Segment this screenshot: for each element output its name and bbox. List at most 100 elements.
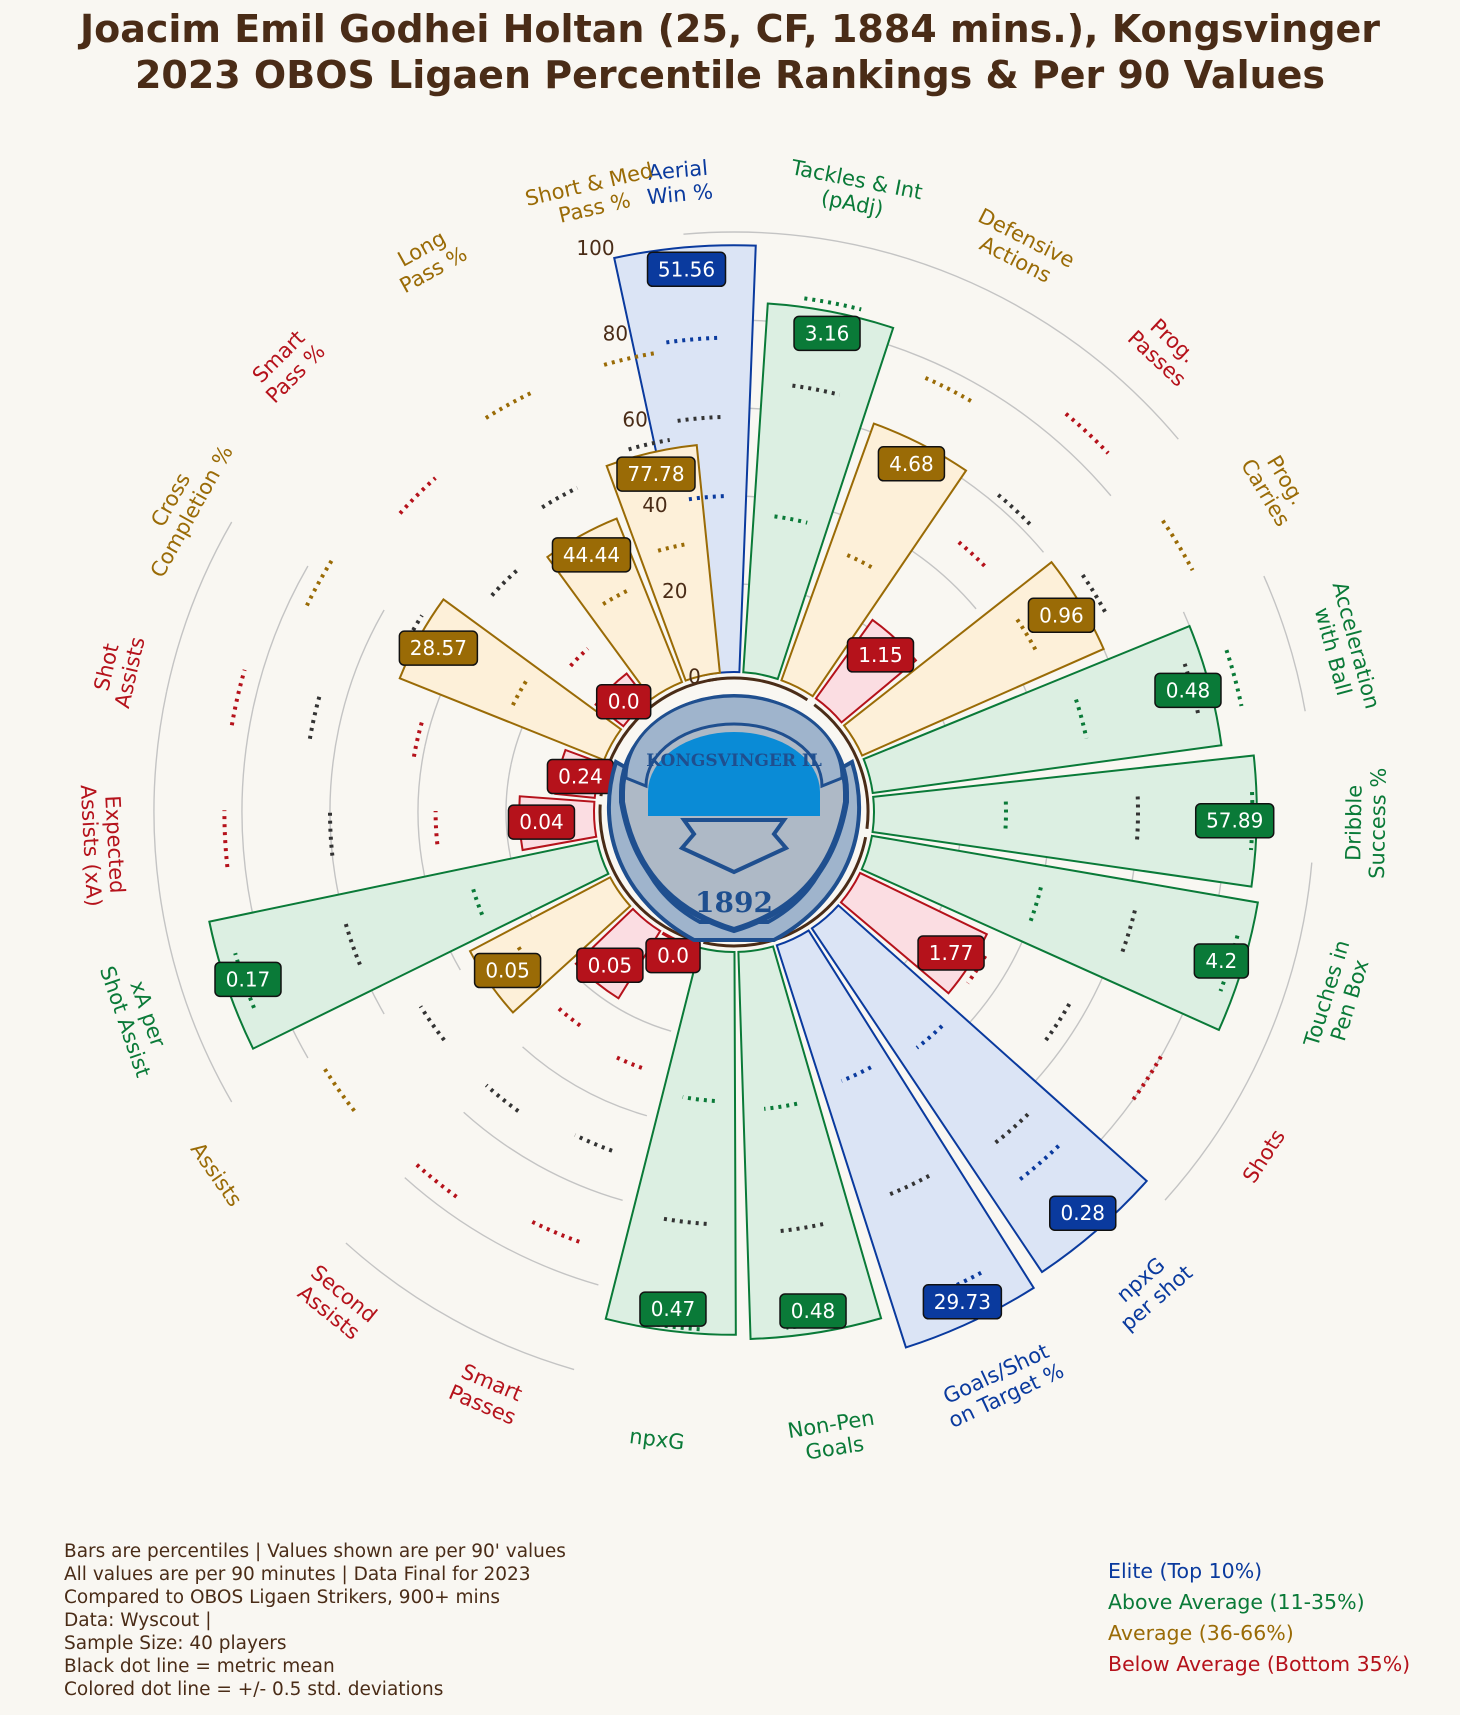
metric-label-3: Prog.Passes xyxy=(1123,308,1207,391)
grid-arc xyxy=(165,521,233,692)
sd-low-line-13 xyxy=(613,1054,643,1070)
mean-line-21 xyxy=(541,486,579,510)
logo-year: 1892 xyxy=(695,886,773,919)
sd-low-line-14 xyxy=(555,1005,582,1028)
bar-6 xyxy=(871,754,1258,888)
mean-line-12 xyxy=(660,1216,707,1226)
value-label-9: 0.28 xyxy=(1060,1201,1105,1225)
sd-low-line-18 xyxy=(411,720,425,758)
sd-high-line-3 xyxy=(1064,412,1110,455)
bar-16 xyxy=(208,839,610,1050)
mean-line-3 xyxy=(996,493,1034,528)
bars-layer xyxy=(208,244,1259,1349)
r-tick-label: 60 xyxy=(622,407,647,431)
mean-line-18 xyxy=(307,691,323,740)
value-label-22: 77.78 xyxy=(627,462,684,486)
bar-11 xyxy=(737,945,883,1340)
sd-high-line-1 xyxy=(804,296,862,312)
metric-label-9: npxGper shot xyxy=(1100,1242,1197,1335)
value-box-3 xyxy=(846,637,915,673)
sd-high-line-18 xyxy=(229,669,247,726)
grid-arc xyxy=(345,1242,575,1371)
metric-label-4: Prog.Carries xyxy=(1236,442,1315,530)
r-tick-label: 80 xyxy=(603,322,628,346)
value-box-15 xyxy=(473,952,542,989)
sd-high-line-8 xyxy=(1129,1055,1163,1104)
sd-low-line-2 xyxy=(846,553,877,572)
mean-line-9 xyxy=(991,1112,1030,1147)
mean-line-10 xyxy=(886,1174,931,1198)
mean-line-15 xyxy=(418,1005,446,1042)
note-line: All values are per 90 minutes | Data Fin… xyxy=(64,1564,531,1585)
bar-5 xyxy=(862,624,1223,795)
title-line-2: 2023 OBOS Ligaen Percentile Rankings & P… xyxy=(134,53,1326,97)
value-label-1: 3.16 xyxy=(805,321,850,345)
sd-low-line-4 xyxy=(1015,618,1039,654)
logo-fortress xyxy=(678,818,790,875)
value-box-14 xyxy=(576,947,644,984)
bar-19 xyxy=(398,597,623,762)
value-box-5 xyxy=(1154,672,1222,709)
value-label-7: 4.2 xyxy=(1205,949,1237,973)
sd-high-line-15 xyxy=(321,1065,356,1113)
note-line: Compared to OBOS Ligaen Strikers, 900+ m… xyxy=(64,1587,501,1608)
legend-item: Elite (Top 10%) xyxy=(1108,1559,1263,1583)
value-box-19 xyxy=(398,630,479,666)
r-tick-label: 100 xyxy=(576,236,614,260)
value-label-21: 44.44 xyxy=(563,543,620,567)
sd-high-line-19 xyxy=(305,558,335,607)
metric-label-6: DribbleSuccess % xyxy=(1341,767,1391,879)
value-label-19: 28.57 xyxy=(410,636,467,660)
value-label-12: 0.47 xyxy=(651,1297,696,1321)
bar-7 xyxy=(860,834,1259,1032)
footnotes: Bars are percentiles | Values shown are … xyxy=(64,1540,566,1701)
sd-low-line-12 xyxy=(682,1095,715,1103)
sd-high-line-20 xyxy=(398,476,437,515)
sd-high-line-6 xyxy=(1249,792,1255,851)
value-box-21 xyxy=(551,537,632,573)
sd-high-line-22 xyxy=(603,351,656,367)
mean-line-20 xyxy=(490,568,519,597)
value-box-8 xyxy=(917,935,985,971)
metric-label-14: SecondAssists xyxy=(291,1260,381,1346)
logo-ring-text: KONGSVINGER IL xyxy=(646,751,822,771)
value-label-11: 0.48 xyxy=(791,1299,836,1323)
metric-label-21: LongPass % xyxy=(384,221,471,298)
sd-low-line-17 xyxy=(433,810,440,845)
metric-label-18: ShotAssists xyxy=(87,629,150,710)
sd-low-line-21 xyxy=(602,589,628,606)
grid-arc xyxy=(683,231,1179,440)
value-box-7 xyxy=(1193,943,1250,979)
metric-label-5: Accelerationwith Ball xyxy=(1304,579,1384,717)
grid-arc xyxy=(338,609,385,729)
value-box-9 xyxy=(1049,1195,1117,1231)
value-label-4: 0.96 xyxy=(1039,603,1084,627)
value-box-2 xyxy=(877,446,946,482)
bar-10 xyxy=(775,929,1036,1349)
sd-low-line-6 xyxy=(1003,801,1008,833)
grid-arc xyxy=(691,319,1112,497)
value-box-12 xyxy=(639,1291,707,1327)
value-box-16 xyxy=(214,961,282,998)
mean-line-22 xyxy=(628,437,671,452)
bar-1 xyxy=(742,302,895,681)
mean-line-4 xyxy=(1081,573,1109,617)
title-line-1: Joacim Emil Godhei Holtan (25, CF, 1884 … xyxy=(79,7,1381,51)
group-arc xyxy=(598,804,696,942)
value-box-4 xyxy=(1027,597,1096,634)
sd-low-line-20 xyxy=(569,647,590,668)
value-box-22 xyxy=(616,456,696,492)
legend: Elite (Top 10%)Above Average (11-35%)Ave… xyxy=(1108,1556,1410,1680)
value-box-20 xyxy=(595,683,652,720)
metric-label-20: SmartPass % xyxy=(244,322,330,408)
r-tick-label: 20 xyxy=(662,579,687,603)
sd-high-line-0 xyxy=(666,335,720,345)
value-boxes: 51.563.164.681.150.960.4857.894.21.770.2… xyxy=(214,251,1275,1329)
mean-line-0 xyxy=(677,414,722,423)
bar-2 xyxy=(780,422,968,698)
grid-arc xyxy=(463,1111,623,1202)
legend-item: Below Average (Bottom 35%) xyxy=(1108,1652,1411,1676)
value-box-17 xyxy=(507,804,576,840)
group-arc xyxy=(703,836,868,948)
